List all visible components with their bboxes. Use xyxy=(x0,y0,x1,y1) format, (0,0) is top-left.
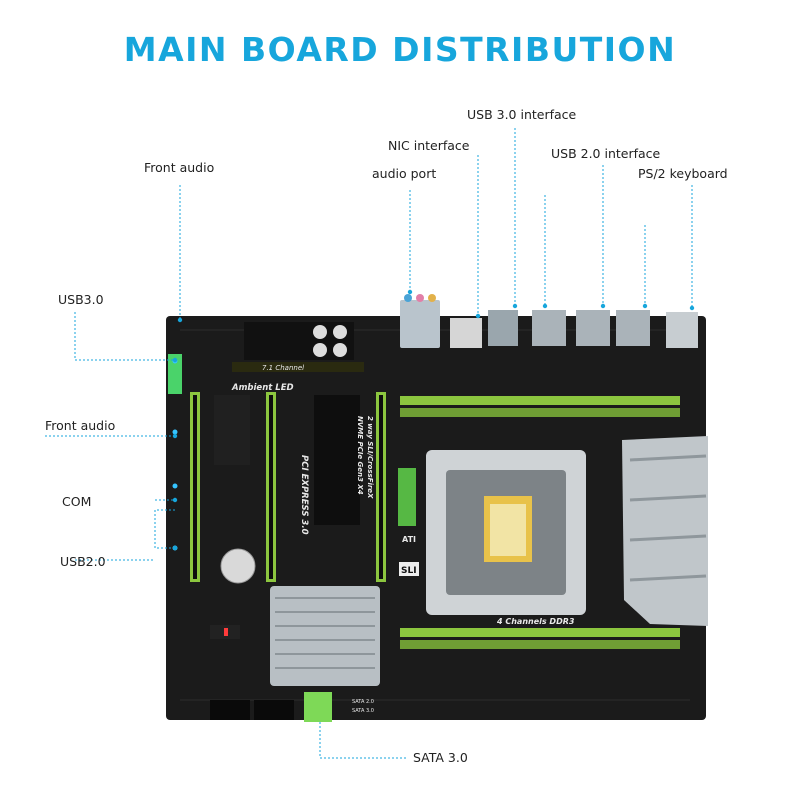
ddr3-label: 4 Channels DDR3 xyxy=(496,617,575,626)
vrm-heatsink xyxy=(622,436,708,626)
channel-strip xyxy=(232,362,364,372)
callout-nic-interface: NIC interface xyxy=(388,138,470,153)
nic-port xyxy=(450,318,482,348)
chipset-heatsink xyxy=(270,586,380,686)
pci-express-label: PCI EXPRESS 3.0 xyxy=(299,455,309,535)
nvme-label: NVME PCIe Gen3 X4 xyxy=(356,416,364,495)
memory-slots xyxy=(400,396,680,649)
callout-usb2-interface: USB 2.0 interface xyxy=(551,146,661,161)
sata-ports xyxy=(210,692,332,722)
ambient-led-label: Ambient LED xyxy=(231,383,294,393)
page-title: MAIN BOARD DISTRIBUTION xyxy=(123,30,677,69)
sata30-board-label: SATA 3.0 xyxy=(352,708,374,714)
channel-label: 7.1 Channel xyxy=(262,364,304,372)
usb3-port xyxy=(488,310,518,346)
usb2-port-1 xyxy=(532,310,566,346)
sata20-label: SATA 2.0 xyxy=(352,699,374,705)
cmos-battery xyxy=(220,548,256,584)
callout-dots xyxy=(172,289,695,551)
rear-io-panel xyxy=(244,294,698,360)
callout-audio-port: audio port xyxy=(372,166,437,181)
nvme-slot xyxy=(314,395,360,525)
usb2-port-2 xyxy=(576,310,610,346)
callout-sata3: SATA 3.0 xyxy=(413,750,468,765)
audio-port-block xyxy=(400,300,440,348)
usb2-port-3 xyxy=(616,310,650,346)
callout-com: COM xyxy=(62,494,92,509)
sli-crossfire-label: 2 way SLI/CrossFireX xyxy=(366,416,374,499)
callout-usb2-left: USB2.0 xyxy=(60,554,106,569)
callout-ps2-keyboard: PS/2 keyboard xyxy=(638,166,728,181)
sli-label: SLI xyxy=(401,566,417,576)
ambient-led-logo xyxy=(398,468,416,526)
callout-usb3-left: USB3.0 xyxy=(58,292,104,307)
ps2-port xyxy=(666,312,698,348)
pcie-slots xyxy=(190,392,386,582)
sata3-port xyxy=(304,692,332,722)
callout-front-audio-top: Front audio xyxy=(144,160,215,175)
ati-label: ATI xyxy=(402,535,416,544)
cpu-socket xyxy=(426,450,586,615)
callout-front-audio-left: Front audio xyxy=(45,418,116,433)
callout-lines xyxy=(45,128,693,759)
callout-usb3-interface: USB 3.0 interface xyxy=(467,107,577,122)
